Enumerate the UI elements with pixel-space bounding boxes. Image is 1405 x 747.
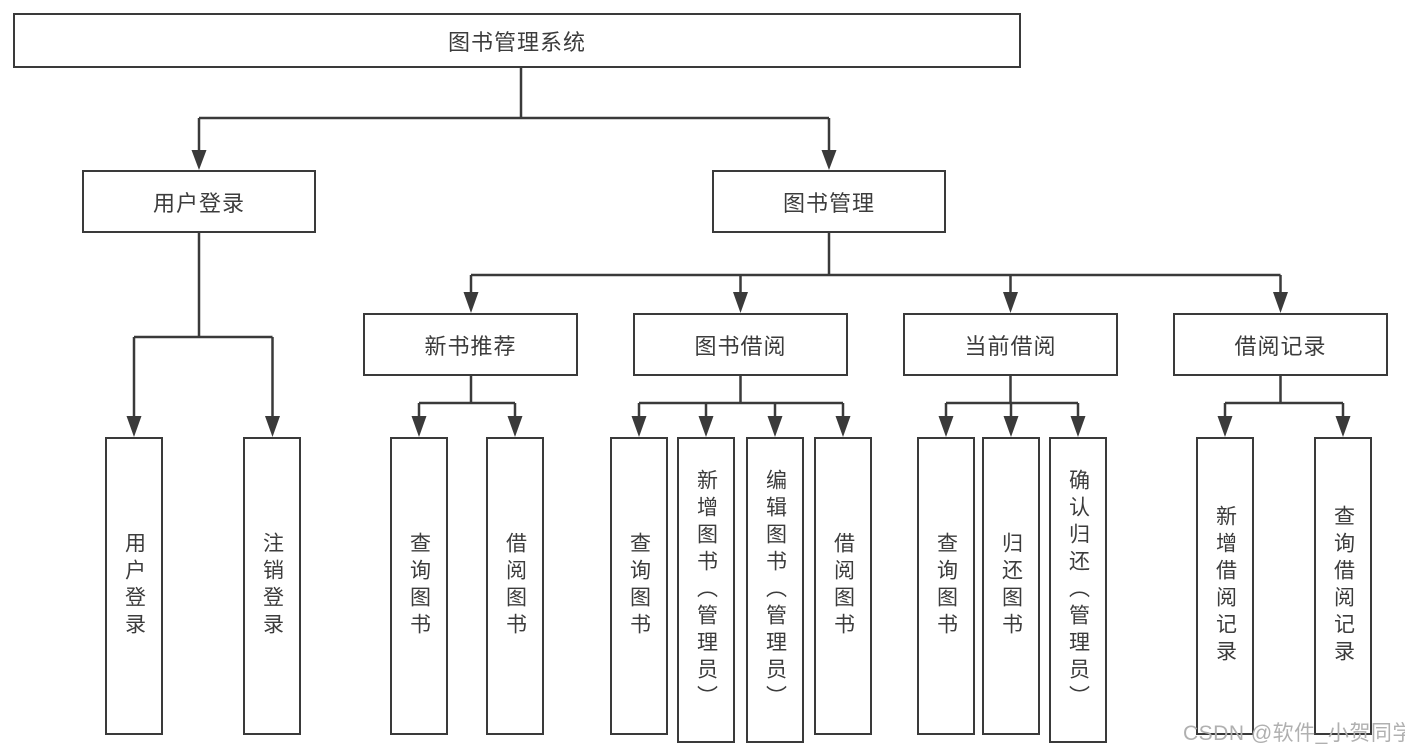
- node-new-book-recommendation: 新书推荐: [363, 313, 578, 376]
- leaf-logout: 注销登录: [243, 437, 301, 735]
- leaf-confirm-return-admin: 确认归还（管理员）: [1049, 437, 1107, 743]
- leaf-add-borrow-record: 新增借阅记录: [1196, 437, 1254, 735]
- leaf-query-borrow-record: 查询借阅记录: [1314, 437, 1372, 735]
- leaf-label: 查询借阅记录: [1331, 505, 1355, 667]
- leaf-label: 归还图书: [999, 532, 1023, 640]
- leaf-label: 借阅图书: [503, 532, 527, 640]
- leaf-add-books-admin: 新增图书（管理员）: [677, 437, 735, 743]
- node-current-borrowing: 当前借阅: [903, 313, 1118, 376]
- leaf-user-login: 用户登录: [105, 437, 163, 735]
- leaf-label: 确认归还（管理员）: [1066, 468, 1090, 712]
- leaf-label: 查询图书: [407, 532, 431, 640]
- leaf-query-books-current: 查询图书: [917, 437, 975, 735]
- leaf-query-books-recommend: 查询图书: [390, 437, 448, 735]
- leaf-query-books-borrow: 查询图书: [610, 437, 668, 735]
- leaf-label: 编辑图书（管理员）: [763, 468, 787, 712]
- leaf-borrow-books-recommend: 借阅图书: [486, 437, 544, 735]
- node-book-management: 图书管理: [712, 170, 946, 233]
- node-user-login: 用户登录: [82, 170, 316, 233]
- leaf-label: 查询图书: [934, 532, 958, 640]
- leaf-edit-books-admin: 编辑图书（管理员）: [746, 437, 804, 743]
- leaf-logout-label: 注销登录: [260, 532, 284, 640]
- leaf-label: 新增图书（管理员）: [694, 468, 718, 712]
- leaf-label: 新增借阅记录: [1213, 505, 1237, 667]
- leaf-return-books: 归还图书: [982, 437, 1040, 735]
- node-book-borrowing: 图书借阅: [633, 313, 848, 376]
- node-library-management-system: 图书管理系统: [13, 13, 1021, 68]
- node-borrowing-records: 借阅记录: [1173, 313, 1388, 376]
- leaf-borrow-books: 借阅图书: [814, 437, 872, 735]
- leaf-label: 查询图书: [627, 532, 651, 640]
- leaf-user-login-label: 用户登录: [122, 532, 146, 640]
- csdn-watermark: CSDN @软件_小贺同学: [1183, 722, 1405, 745]
- arrowheads: [126, 150, 1351, 437]
- leaf-label: 借阅图书: [831, 532, 855, 640]
